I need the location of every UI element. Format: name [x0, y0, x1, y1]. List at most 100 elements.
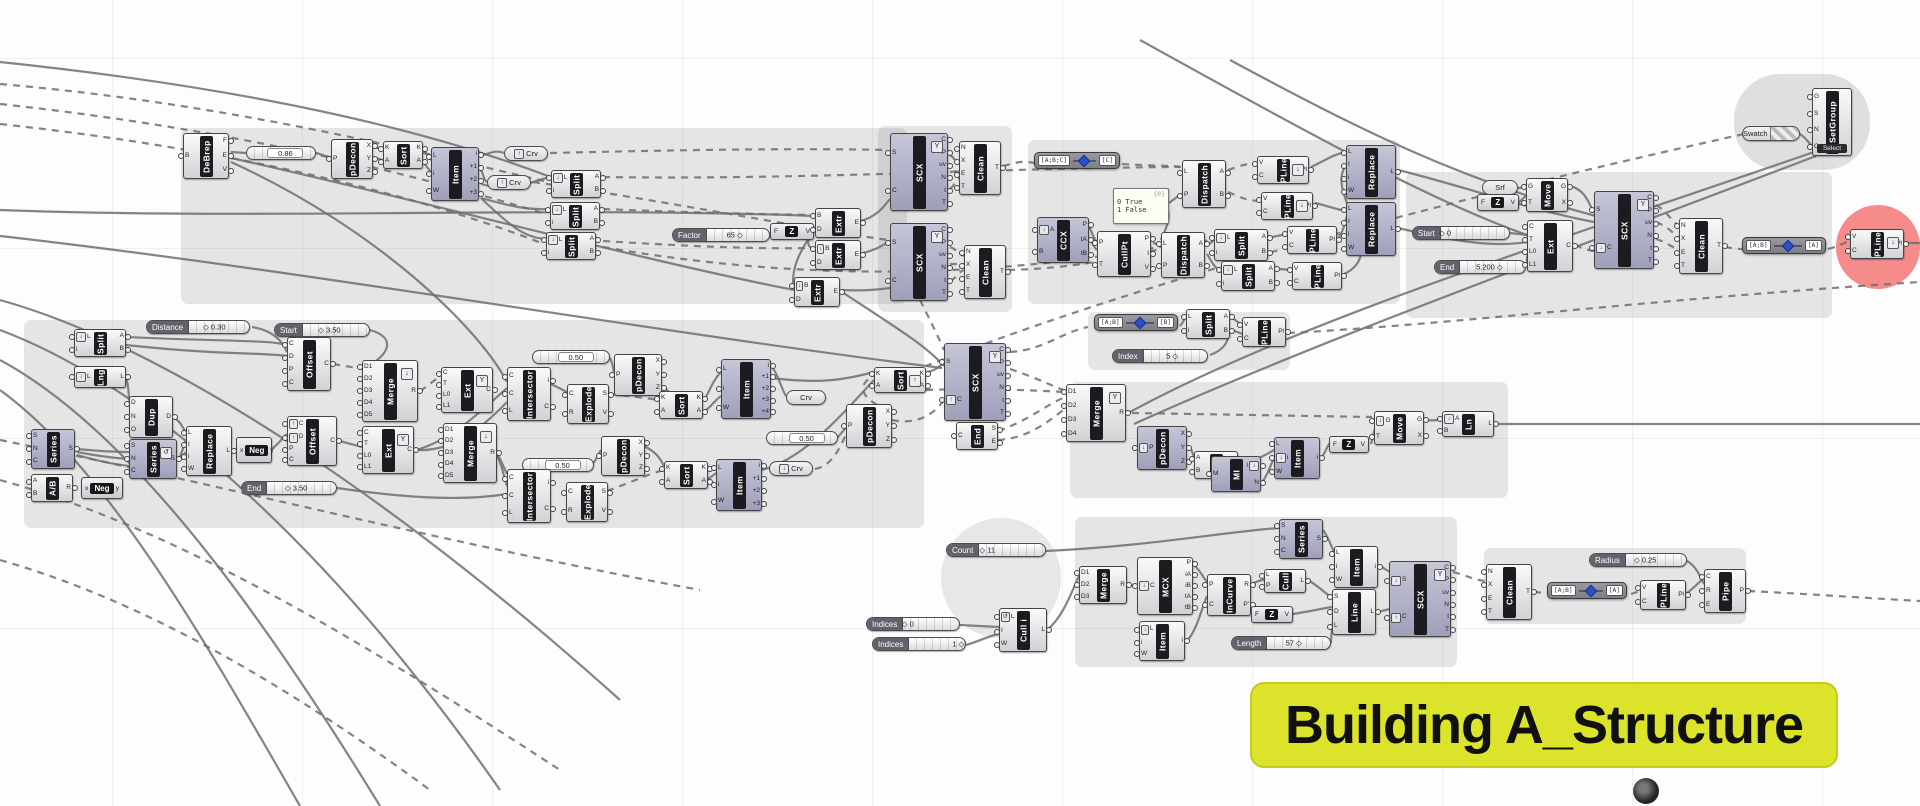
input-port[interactable]: S	[131, 443, 145, 450]
slider-value[interactable]: 5 ◇	[1166, 351, 1179, 361]
slider-track[interactable]: ◇ 3.50	[267, 482, 336, 494]
output-port[interactable]: X	[632, 440, 643, 447]
input-port[interactable]: i	[433, 170, 447, 178]
output-port[interactable]: T	[1710, 242, 1721, 250]
output-port[interactable]: V	[215, 167, 227, 174]
output-modifier-badge[interactable]: Y	[397, 434, 409, 446]
input-port[interactable]: ↓i	[1276, 452, 1289, 463]
output-port[interactable]: A	[109, 333, 124, 340]
output-port[interactable]: uv	[1429, 589, 1449, 597]
relay-ab-b[interactable]: [A;B][B]	[1094, 314, 1178, 331]
input-port[interactable]: C	[289, 380, 301, 387]
input-port[interactable]: L	[509, 408, 521, 415]
output-port[interactable]: +2	[748, 487, 760, 495]
input-port[interactable]: S	[1334, 594, 1346, 601]
input-port[interactable]: W	[188, 465, 201, 473]
input-port[interactable]: W	[723, 405, 738, 412]
output-port[interactable]: t	[928, 277, 946, 285]
input-port[interactable]: N	[131, 413, 143, 421]
input-port[interactable]: F	[1481, 199, 1485, 206]
output-port[interactable]: A	[695, 478, 706, 485]
input-port[interactable]: W	[1336, 577, 1348, 584]
pill-crv-1[interactable]: ↑Crv	[504, 146, 548, 161]
output-port[interactable]: I	[1133, 250, 1149, 258]
input-port[interactable]: P	[603, 452, 615, 460]
output-port[interactable]: C	[928, 137, 946, 144]
output-port[interactable]: X	[1408, 432, 1422, 440]
input-port[interactable]: L	[1348, 206, 1363, 213]
input-port[interactable]: L	[433, 153, 447, 160]
input-port[interactable]: D	[289, 354, 301, 361]
output-modifier-badge[interactable]: Y	[931, 231, 943, 243]
slider-050-b[interactable]: 0.50	[766, 431, 838, 445]
input-port[interactable]: W	[433, 188, 447, 195]
input-port[interactable]: T	[1488, 608, 1501, 616]
output-port[interactable]: i	[1171, 637, 1183, 645]
input-port[interactable]: C	[509, 492, 521, 500]
input-port[interactable]: C	[1529, 223, 1542, 231]
output-port[interactable]: Y	[632, 452, 643, 460]
input-port[interactable]: C	[1259, 173, 1275, 180]
input-port[interactable]: L0	[364, 452, 380, 460]
output-port[interactable]: C	[476, 386, 491, 394]
input-port[interactable]: ↓P	[1139, 443, 1154, 453]
select-button[interactable]: Select	[1816, 144, 1848, 153]
output-port[interactable]: A	[580, 236, 594, 243]
input-port[interactable]: D5	[364, 411, 382, 419]
output-port[interactable]: V	[1133, 265, 1149, 272]
output-port[interactable]: L	[1477, 420, 1492, 428]
input-port[interactable]: K	[661, 395, 673, 402]
output-port[interactable]: +3	[755, 397, 769, 404]
input-port[interactable]: W	[1141, 650, 1154, 658]
input-port[interactable]: i	[188, 453, 201, 461]
swatch-preview[interactable]	[1769, 127, 1799, 140]
input-port[interactable]: ↓A	[1039, 224, 1055, 235]
input-port[interactable]: L	[723, 366, 738, 373]
output-port[interactable]: R	[1105, 409, 1124, 417]
input-port[interactable]: S	[1281, 523, 1293, 530]
output-port[interactable]: y	[115, 484, 119, 492]
output-port[interactable]: C	[1429, 564, 1449, 572]
slider-value[interactable]: 1 ◇	[952, 639, 965, 649]
input-port[interactable]: ↓L	[76, 372, 92, 382]
output-port[interactable]: P	[1429, 577, 1449, 584]
output-port[interactable]: A	[1213, 169, 1224, 176]
output-port[interactable]: A	[909, 382, 924, 390]
input-port[interactable]: D3	[1081, 593, 1095, 601]
relay-ab-a-1[interactable]: [A;B][A]	[1742, 237, 1826, 254]
output-port[interactable]: L	[1380, 225, 1394, 233]
output-port[interactable]: L	[218, 447, 230, 455]
input-port[interactable]: I	[188, 441, 201, 449]
input-port[interactable]: ↓L	[552, 205, 567, 216]
output-port[interactable]: V	[597, 410, 607, 417]
output-modifier-badge[interactable]: ↓	[1292, 164, 1304, 176]
output-port[interactable]: N	[928, 175, 946, 182]
output-port[interactable]: B	[1192, 262, 1203, 270]
relay-ab-a-2[interactable]: [A;B][A]	[1547, 582, 1627, 599]
slider-050-c[interactable]: 0.50	[522, 458, 594, 472]
input-port[interactable]: C	[131, 468, 145, 475]
input-port[interactable]: C	[364, 429, 380, 437]
input-port[interactable]: i	[723, 385, 738, 393]
output-port[interactable]: Z	[632, 465, 643, 472]
input-port[interactable]: i	[1141, 639, 1154, 647]
